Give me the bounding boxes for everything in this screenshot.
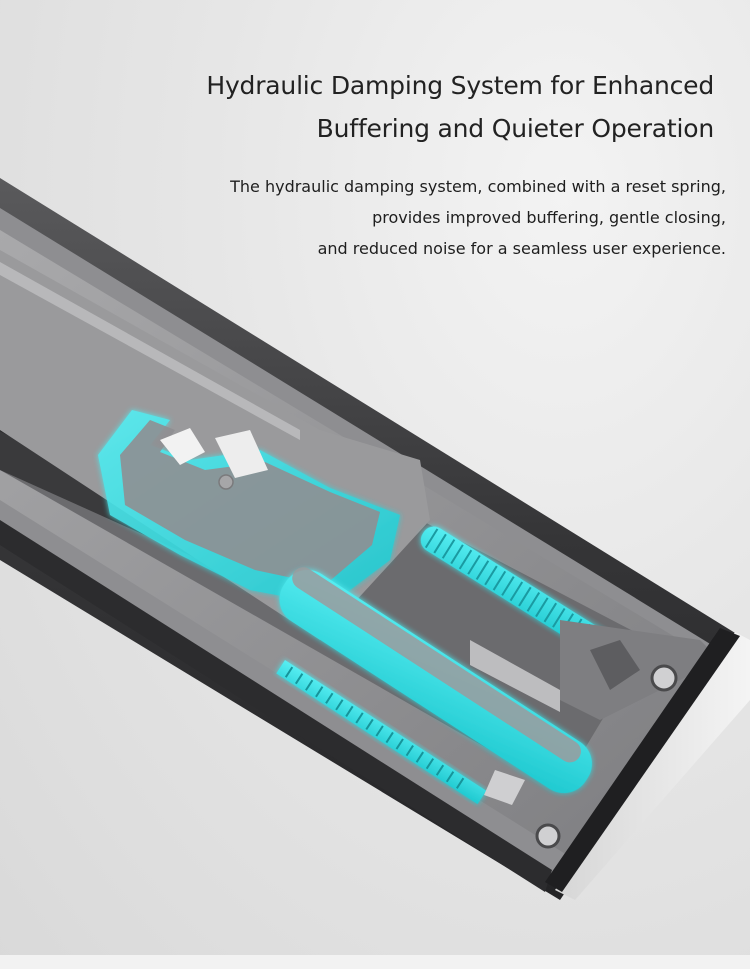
mount-hole-upper [650, 664, 678, 692]
bottom-strip [0, 955, 750, 969]
description-line-2: provides improved buffering, gentle clos… [372, 208, 726, 227]
damper-rack [276, 660, 487, 805]
description-line-1: The hydraulic damping system, combined w… [230, 177, 726, 196]
description-line-3: and reduced noise for a seamless user ex… [317, 239, 726, 258]
headline-line-1: Hydraulic Damping System for Enhanced [206, 71, 714, 100]
mount-hole-lower [535, 823, 561, 849]
rivet [218, 474, 234, 490]
headline-line-2: Buffering and Quieter Operation [316, 114, 715, 143]
feature-description: The hydraulic damping system, combined w… [166, 171, 726, 264]
white-clip [160, 428, 205, 465]
end-cap [555, 632, 750, 900]
rail-lower-lip [0, 520, 552, 892]
feature-headline: Hydraulic Damping System for Enhanced Bu… [194, 64, 714, 150]
